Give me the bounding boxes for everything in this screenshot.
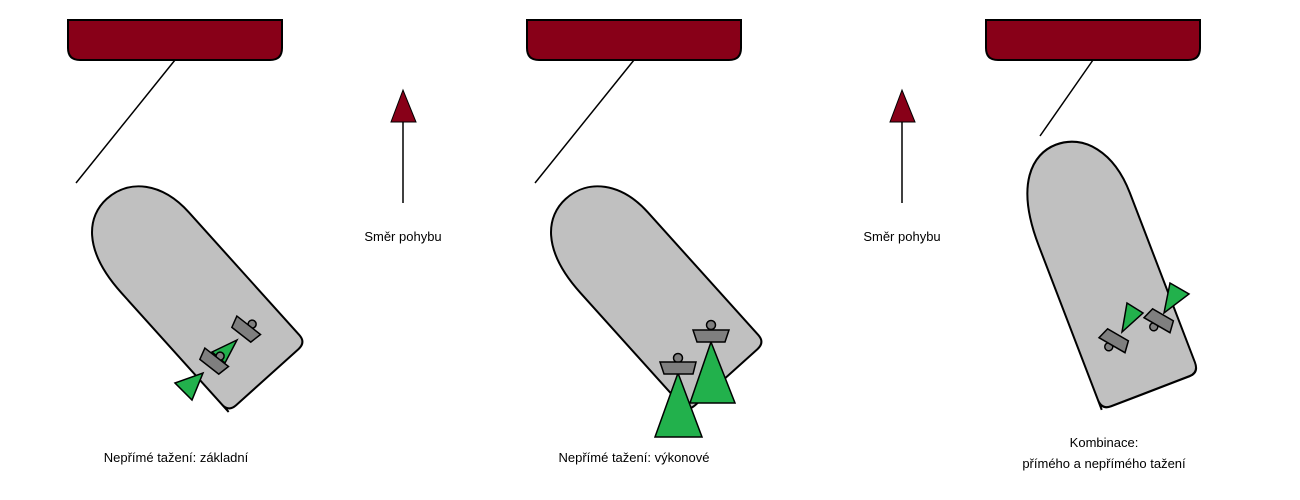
ship-hull (1006, 125, 1200, 411)
ship-hull (67, 163, 307, 413)
thruster (198, 346, 230, 376)
thruster (658, 352, 697, 375)
panel-basic-indirect: Nepřímé tažení: základní (67, 19, 307, 465)
thruster (230, 314, 262, 344)
direction-arrow: Směr pohybu (364, 88, 442, 244)
thruster (1097, 327, 1130, 354)
tug-boat (985, 19, 1201, 61)
towline (534, 59, 635, 184)
thrust-cone (1120, 301, 1145, 335)
arrow-up-icon (390, 88, 417, 123)
thruster (691, 319, 731, 343)
caption: Nepřímé tažení: výkonové (558, 450, 709, 465)
towline (1039, 59, 1094, 137)
direction-label: Směr pohybu (364, 229, 441, 244)
direction-label: Směr pohybu (863, 229, 940, 244)
thrust-cone (653, 370, 704, 438)
thrust-cone (688, 339, 737, 404)
tug-boat (67, 19, 283, 61)
direction-arrow: Směr pohybu (863, 88, 941, 244)
caption: Nepřímé tažení: základní (104, 450, 249, 465)
ship-hull (526, 163, 766, 413)
panel-combination: Kombinace: přímého a nepřímého tažení (985, 19, 1201, 471)
tug-boat (526, 19, 742, 61)
panel-powered-indirect: Nepřímé tažení: výkonové (526, 19, 766, 465)
caption-line-1: Kombinace: (1070, 435, 1139, 450)
thrust-cone (173, 371, 205, 402)
towline (75, 59, 176, 184)
thruster (1142, 307, 1175, 334)
arrow-up-icon (889, 88, 916, 123)
thrust-cone (1162, 281, 1191, 315)
caption-line-2: přímého a nepřímého tažení (1022, 456, 1186, 471)
